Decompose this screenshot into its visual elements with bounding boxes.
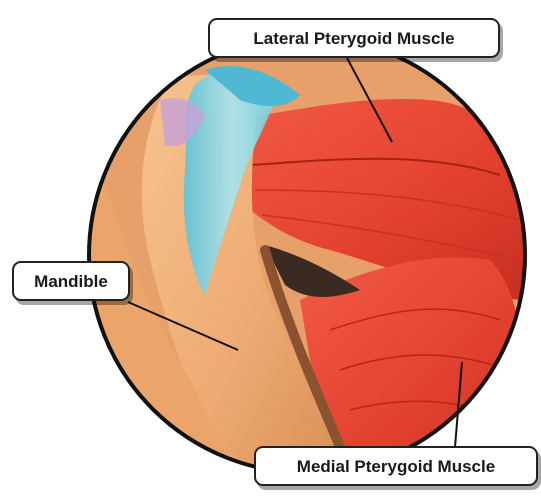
label-medial-pterygoid: Medial Pterygoid Muscle: [254, 446, 538, 486]
label-mandible: Mandible: [12, 261, 130, 301]
label-lateral-pterygoid: Lateral Pterygoid Muscle: [208, 18, 500, 58]
illustration-contents: [80, 30, 540, 490]
